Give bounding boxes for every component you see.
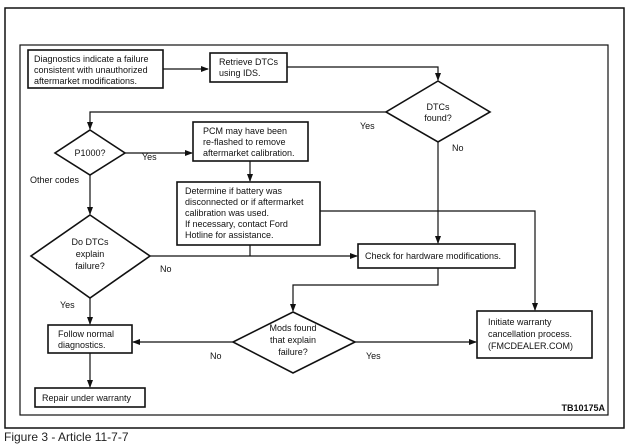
determine-line-2: disconnected or if aftermarket bbox=[185, 197, 304, 207]
mods-no-label: No bbox=[210, 351, 222, 361]
pcm-line-3: aftermarket calibration. bbox=[203, 148, 295, 158]
p1000-other-label: Other codes bbox=[30, 175, 80, 185]
dtcs-found-decision: DTCs found? bbox=[384, 80, 492, 143]
p1000-decision: P1000? bbox=[53, 129, 127, 176]
determine-line-1: Determine if battery was bbox=[185, 186, 283, 196]
dtcs-found-line-2: found? bbox=[424, 113, 452, 123]
p1000-yes-label: Yes bbox=[142, 152, 157, 162]
do-dtcs-yes-label: Yes bbox=[60, 300, 75, 310]
pcm-line-1: PCM may have been bbox=[203, 126, 287, 136]
start-line-2: consistent with unauthorized bbox=[34, 65, 148, 75]
pcm-reflashed-box: PCM may have been re-flashed to remove a… bbox=[192, 121, 309, 162]
repair-warranty-box: Repair under warranty bbox=[34, 387, 146, 408]
initiate-cancellation-box: Initiate warranty cancellation process. … bbox=[476, 310, 593, 359]
determine-line-5: Hotline for assistance. bbox=[185, 230, 274, 240]
start-box: Diagnostics indicate a failure consisten… bbox=[27, 49, 164, 89]
initiate-line-2: cancellation process. bbox=[488, 329, 572, 339]
mods-line-3: failure? bbox=[278, 347, 308, 357]
follow-normal-box: Follow normal diagnostics. bbox=[47, 324, 133, 354]
figure-caption: Figure 3 - Article 11-7-7 bbox=[4, 430, 129, 444]
pcm-line-2: re-flashed to remove bbox=[203, 137, 286, 147]
repair-label: Repair under warranty bbox=[42, 393, 132, 403]
start-line-1: Diagnostics indicate a failure bbox=[34, 54, 149, 64]
do-dtcs-line-3: failure? bbox=[75, 261, 105, 271]
follow-line-2: diagnostics. bbox=[58, 340, 106, 350]
mods-line-2: that explain bbox=[270, 335, 316, 345]
retrieve-line-2: using IDS. bbox=[219, 68, 261, 78]
do-dtcs-no-label: No bbox=[160, 264, 172, 274]
determine-line-4: If necessary, contact Ford bbox=[185, 219, 288, 229]
retrieve-line-1: Retrieve DTCs bbox=[219, 57, 279, 67]
do-dtcs-line-2: explain bbox=[76, 249, 105, 259]
check-hardware-box: Check for hardware modifications. bbox=[357, 243, 516, 269]
do-dtcs-explain-decision: Do DTCs explain failure? bbox=[29, 214, 152, 299]
outer-frame bbox=[4, 7, 625, 429]
figure-id: TB10175A bbox=[561, 403, 605, 413]
retrieve-dtcs-box: Retrieve DTCs using IDS. bbox=[209, 52, 288, 83]
dtcs-no-label: No bbox=[452, 143, 464, 153]
follow-line-1: Follow normal bbox=[58, 329, 114, 339]
mods-found-decision: Mods found that explain failure? bbox=[231, 311, 357, 374]
inner-frame bbox=[19, 44, 609, 416]
mods-line-1: Mods found bbox=[269, 323, 316, 333]
start-line-3: aftermarket modifications. bbox=[34, 76, 137, 86]
determine-line-3: calibration was used. bbox=[185, 208, 269, 218]
initiate-line-3: (FMCDEALER.COM) bbox=[488, 341, 573, 351]
initiate-line-1: Initiate warranty bbox=[488, 317, 552, 327]
check-hw-label: Check for hardware modifications. bbox=[365, 251, 501, 261]
determine-box: Determine if battery was disconnected or… bbox=[176, 181, 321, 246]
mods-yes-label: Yes bbox=[366, 351, 381, 361]
do-dtcs-line-1: Do DTCs bbox=[71, 237, 109, 247]
dtcs-yes-label: Yes bbox=[360, 121, 375, 131]
connectors bbox=[87, 66, 538, 388]
dtcs-found-line-1: DTCs bbox=[427, 102, 450, 112]
p1000-label: P1000? bbox=[74, 148, 105, 158]
